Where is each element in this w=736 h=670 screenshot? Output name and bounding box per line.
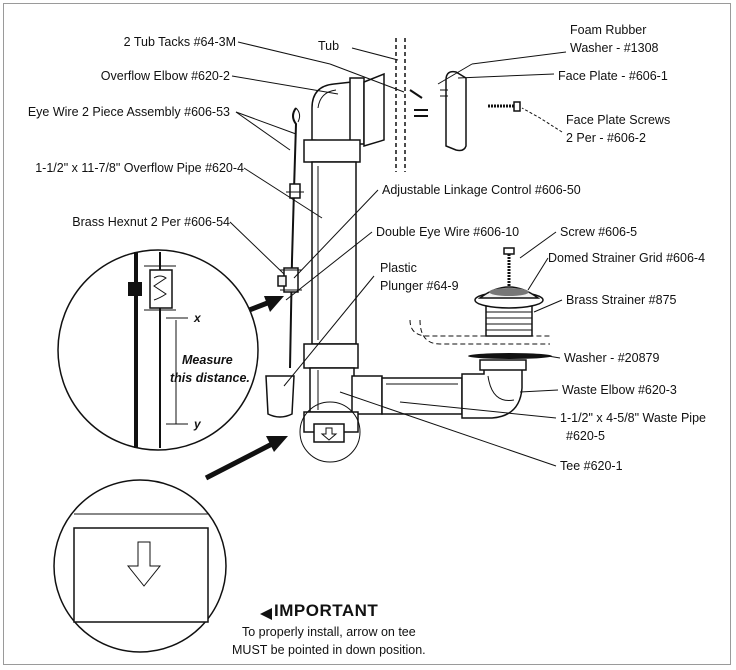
important-heading: IMPORTANT (274, 601, 378, 620)
label-face-plate-screws-line1: Face Plate Screws (566, 113, 670, 127)
face-plate-screw (488, 101, 521, 112)
tub-tacks (409, 89, 428, 117)
tee (303, 343, 383, 433)
inset-measure-line2: this distance. (170, 371, 250, 385)
face-plate (440, 70, 467, 152)
important-pointer-icon (260, 608, 272, 620)
label-double-eye-wire: Double Eye Wire #606-10 (376, 225, 519, 239)
label-screw: Screw #606-5 (560, 225, 637, 239)
label-tub-tacks: 2 Tub Tacks #64-3M (124, 35, 236, 49)
important-note: IMPORTANT To properly install, arrow on … (232, 601, 426, 657)
waste-elbow (461, 359, 527, 419)
eye-wire-assembly (286, 107, 304, 369)
overflow-elbow (303, 77, 365, 163)
tub-wall (395, 38, 406, 172)
tee-magnifier-small (299, 401, 361, 463)
tee-inset (53, 479, 227, 653)
overflow-pipe (311, 161, 357, 345)
label-tee: Tee #620-1 (560, 459, 623, 473)
inset-labels: x y Measure this distance. (170, 311, 250, 431)
label-waste-pipe-line2: #620-5 (566, 429, 605, 443)
inset-x-mark: x (193, 311, 202, 325)
leader-lines (229, 41, 567, 467)
important-line1: To properly install, arrow on tee (242, 625, 416, 639)
label-foam-washer-line1: Foam Rubber (570, 23, 646, 37)
label-brass-strainer: Brass Strainer #875 (566, 293, 677, 307)
label-waste-pipe-line1: 1-1/2" x 4-5/8" Waste Pipe (560, 411, 706, 425)
label-overflow-pipe: 1-1/2" x 11-7/8" Overflow Pipe #620-4 (35, 161, 244, 175)
adjustable-linkage-control (277, 267, 302, 293)
foam-rubber-washer (363, 72, 385, 148)
plastic-plunger (265, 375, 295, 418)
tub-bottom (409, 319, 550, 345)
label-face-plate-screws-line2: 2 Per - #606-2 (566, 131, 646, 145)
label-face-plate: Face Plate - #606-1 (558, 69, 668, 83)
label-brass-hexnut: Brass Hexnut 2 Per #606-54 (72, 215, 230, 229)
label-domed-strainer: Domed Strainer Grid #606-4 (548, 251, 705, 265)
label-linkage-control: Adjustable Linkage Control #606-50 (382, 183, 581, 197)
label-washer: Washer - #20879 (564, 351, 659, 365)
label-waste-elbow: Waste Elbow #620-3 (562, 383, 677, 397)
inset-y-mark: y (193, 417, 202, 431)
label-tub: Tub (318, 39, 339, 53)
label-plunger-line2: Plunger #64-9 (380, 279, 459, 293)
label-foam-washer-line2: Washer - #1308 (570, 41, 659, 55)
label-plunger-line1: Plastic (380, 261, 417, 275)
measure-inset (57, 249, 259, 451)
tee-magnifier-arrow (204, 436, 288, 481)
domed-strainer-grid (474, 286, 544, 309)
brass-strainer (485, 305, 533, 337)
inset-measure-line1: Measure (182, 353, 233, 367)
label-eye-wire-assembly: Eye Wire 2 Piece Assembly #606-53 (28, 105, 230, 119)
strainer-screw (503, 247, 515, 286)
label-overflow-elbow: Overflow Elbow #620-2 (101, 69, 230, 83)
important-line2: MUST be pointed in down position. (232, 643, 426, 657)
part-labels: 2 Tub Tacks #64-3M Tub Foam Rubber Washe… (28, 23, 706, 473)
washer (468, 353, 552, 359)
waste-pipe (381, 377, 463, 415)
